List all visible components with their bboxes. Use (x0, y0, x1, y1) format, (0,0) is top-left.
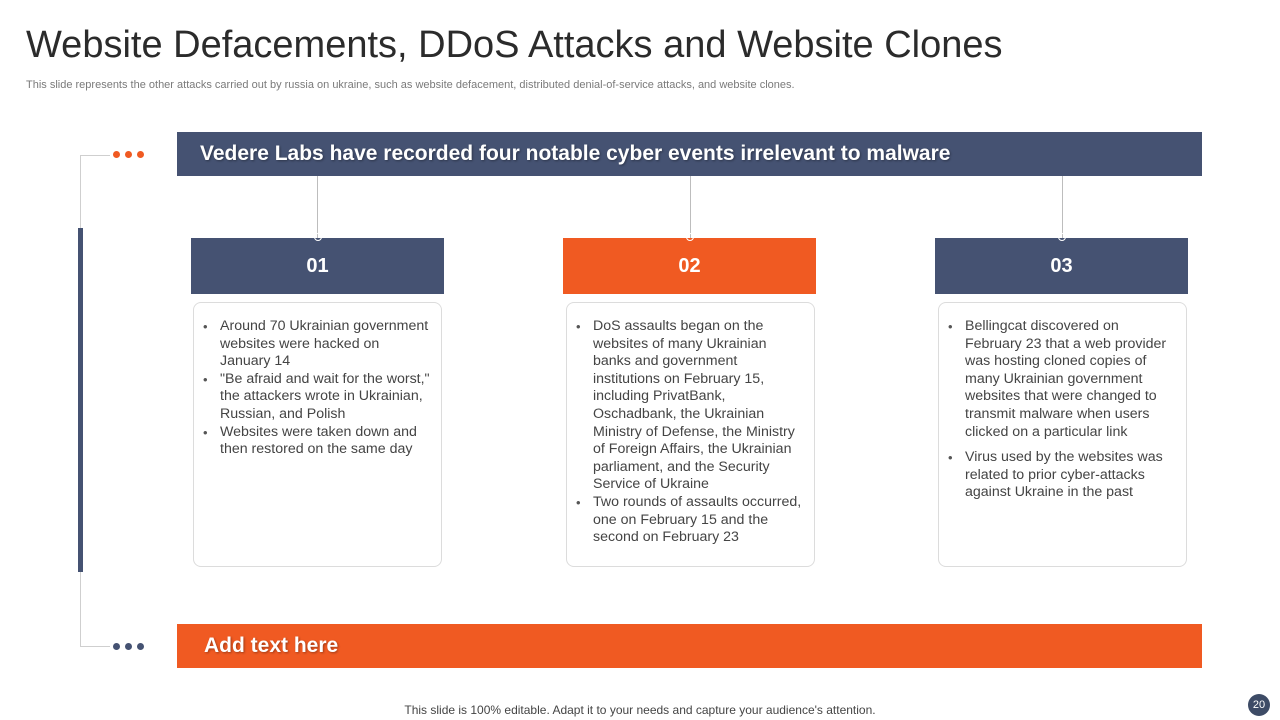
list-item: Bellingcat discovered on February 23 tha… (947, 318, 1176, 441)
node-circle-icon (313, 233, 322, 241)
node-circle-icon (685, 233, 694, 241)
node-circle-icon (1057, 233, 1066, 241)
list-item: Around 70 Ukrainian government websites … (202, 318, 431, 371)
footer-note: This slide is 100% editable. Adapt it to… (404, 703, 876, 717)
accent-bar (78, 228, 83, 572)
list-item: DoS assaults began on the websites of ma… (575, 318, 804, 494)
column-header-3: 03 (935, 233, 1188, 294)
column-number: 02 (678, 254, 701, 277)
column-card-3: Bellingcat discovered on February 23 tha… (938, 302, 1187, 567)
column-number: 03 (1050, 254, 1073, 277)
top-banner: Vedere Labs have recorded four notable c… (177, 132, 1202, 176)
connector-bottom (80, 646, 110, 647)
connector-top (80, 155, 110, 156)
column-card-2: DoS assaults began on the websites of ma… (566, 302, 815, 567)
dots-top-icon (113, 151, 144, 158)
column-card-1: Around 70 Ukrainian government websites … (193, 302, 442, 567)
list-item: Virus used by the websites was related t… (947, 449, 1176, 502)
column-stem-1 (317, 176, 318, 238)
slide-subtitle: This slide represents the other attacks … (26, 79, 795, 91)
bottom-banner: Add text here (177, 624, 1202, 668)
column-stem-2 (690, 176, 691, 238)
dots-bottom-icon (113, 643, 144, 650)
list-item: "Be afraid and wait for the worst," the … (202, 371, 431, 424)
column-number: 01 (306, 254, 329, 277)
column-header-2: 02 (563, 233, 816, 294)
list-item: Websites were taken down and then restor… (202, 424, 431, 459)
column-header-1: 01 (191, 233, 444, 294)
list-item: Two rounds of assaults occurred, one on … (575, 494, 804, 547)
top-banner-text: Vedere Labs have recorded four notable c… (200, 142, 951, 165)
bottom-banner-text: Add text here (204, 634, 339, 657)
slide-title: Website Defacements, DDoS Attacks and We… (26, 24, 1003, 66)
page-number: 20 (1248, 694, 1270, 716)
column-stem-3 (1062, 176, 1063, 238)
